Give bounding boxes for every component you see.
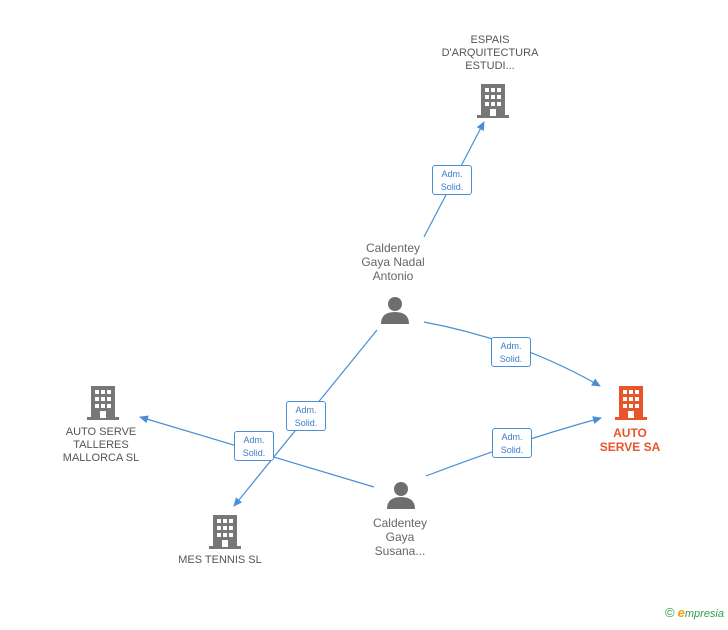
building-icon[interactable] (87, 386, 119, 420)
company-label-auto-serve-talleres[interactable]: AUTO SERVE TALLERES MALLORCA SL (62, 426, 140, 464)
brand-footer: ©empresia (665, 605, 724, 620)
brand-logo-text: mpresia (684, 608, 724, 620)
building-icon[interactable] (477, 84, 509, 118)
person-label-caldentey-antonio[interactable]: Caldentey Gaya Nadal Antonio (361, 241, 425, 283)
company-label-espais[interactable]: ESPAIS D'ARQUITECTURA ESTUDI... (441, 34, 539, 72)
edge-label-adm-solid[interactable]: Adm. Solid. (432, 165, 472, 195)
copyright-symbol: © (665, 605, 675, 620)
company-label-auto-serve-sa[interactable]: AUTO SERVE SA (599, 426, 661, 454)
edge-label-adm-solid[interactable]: Adm. Solid. (234, 431, 274, 461)
building-icon[interactable] (209, 515, 241, 549)
edge-label-adm-solid[interactable]: Adm. Solid. (492, 428, 532, 458)
person-icon[interactable] (386, 481, 416, 509)
person-label-caldentey-susana[interactable]: Caldentey Gaya Susana... (372, 516, 428, 558)
person-icon[interactable] (380, 296, 410, 324)
company-label-mes-tennis[interactable]: MES TENNIS SL (178, 554, 262, 566)
edge-label-adm-solid[interactable]: Adm. Solid. (286, 401, 326, 431)
brand-logo-initial: e (677, 605, 685, 620)
building-icon[interactable] (615, 386, 647, 420)
edge-label-adm-solid[interactable]: Adm. Solid. (491, 337, 531, 367)
